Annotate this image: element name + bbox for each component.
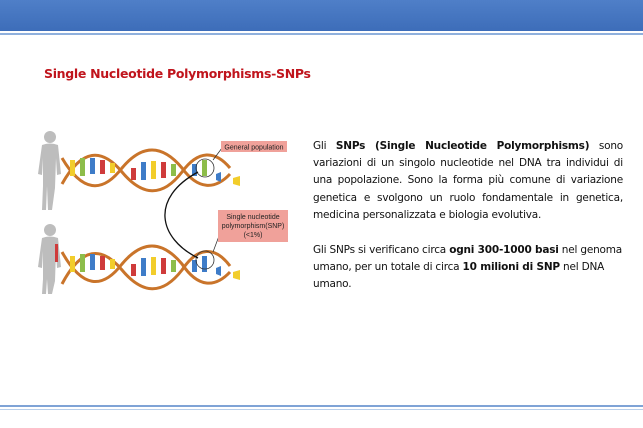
label-snp-line1: Single nucleotide: [226, 214, 279, 221]
dna-helix-top: [60, 148, 240, 193]
snp-dna-figure: General population Single nucleotide pol…: [38, 131, 288, 294]
label-snp-line2: polymorphism(SNP): [222, 223, 285, 230]
paragraph-definition: Gli SNPs (Single Nucleotide Polymorphism…: [313, 138, 623, 224]
p2-bold-frequency: ogni 300-1000 basi: [449, 244, 559, 257]
body-text: Gli SNPs (Single Nucleotide Polymorphism…: [313, 138, 623, 294]
dna-helix-bottom: [60, 244, 240, 291]
p1-text-a: Gli: [313, 140, 336, 152]
paragraph-frequency: Gli SNPs si verificano circa ogni 300-10…: [313, 242, 623, 294]
header-divider: [0, 33, 643, 35]
footer-divider-thin: [0, 409, 643, 410]
label-snp-line3: (<1%): [244, 232, 263, 239]
snp-connector-arc: [164, 171, 199, 259]
slide-title: Single Nucleotide Polymorphisms-SNPs: [44, 66, 311, 81]
p2-text-a: Gli SNPs si verificano circa: [313, 244, 450, 257]
human-figure-bottom-icon: [38, 224, 61, 294]
header-bar: [0, 0, 643, 31]
human-figure-top-icon: [38, 131, 61, 210]
label-general-population: General population: [224, 145, 283, 152]
p1-text-c: sono variazioni di un singolo nucleotide…: [313, 140, 624, 221]
p1-bold-snps: SNPs (Single Nucleotide Polymorphisms): [335, 140, 590, 152]
p2-bold-total: 10 milioni di SNP: [462, 261, 561, 274]
footer-divider: [0, 405, 643, 407]
p2-text-c: nel genoma umano, per un totale di circa: [313, 244, 623, 274]
p2-text-d: nel DNA umano.: [313, 261, 605, 291]
